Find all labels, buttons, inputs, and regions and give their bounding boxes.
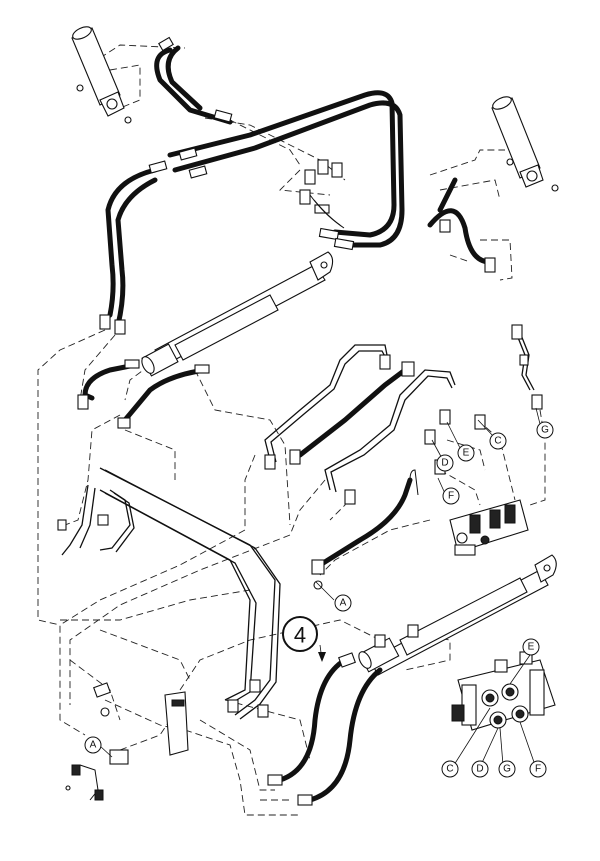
tilt-cylinder-upper [141, 251, 334, 377]
callout-G-upper: G [536, 421, 554, 439]
svg-text:E: E [463, 448, 470, 459]
callout-F-upper: F [442, 487, 460, 505]
svg-text:F: F [535, 764, 541, 775]
svg-text:A: A [90, 740, 97, 751]
dashed-routing-lines [37, 44, 546, 816]
svg-text:C: C [494, 436, 501, 447]
callout-E-upper: E [457, 444, 475, 462]
callout-A-upper: A [334, 594, 352, 612]
tilt-cylinder-lower [358, 554, 557, 676]
tee-fittings [299, 159, 345, 229]
svg-text:G: G [541, 425, 549, 436]
svg-text:A: A [340, 598, 347, 609]
center-hoses [297, 367, 419, 568]
svg-text:E: E [528, 642, 535, 653]
callout-F-detail: F [529, 760, 547, 778]
svg-text:F: F [448, 491, 454, 502]
lift-cylinder-left [71, 26, 132, 124]
steel-tubes-lower-left [57, 467, 281, 720]
lift-cylinder-right [491, 96, 559, 192]
item-4-hoses [267, 652, 383, 806]
small-valve-lower-left [65, 682, 189, 801]
callout-G-detail: G [498, 760, 516, 778]
callout-D-detail: D [471, 760, 489, 778]
item-number-4: 4 [282, 616, 318, 652]
callout-C-upper: C [489, 432, 507, 450]
callout-D-upper: D [436, 454, 454, 472]
control-valve-detail [451, 651, 556, 731]
callout-A-lower-left: A [84, 736, 102, 754]
callout-E-detail: E [522, 638, 540, 656]
svg-text:D: D [476, 764, 483, 775]
svg-text:C: C [446, 764, 453, 775]
steel-tubes-center [264, 329, 535, 493]
upper-hose-fittings [99, 36, 496, 335]
large-looped-hoses [105, 45, 493, 328]
svg-text:G: G [503, 764, 511, 775]
item-number-4-label: 4 [294, 623, 306, 648]
svg-text:D: D [441, 458, 448, 469]
control-valve-upper [449, 499, 529, 556]
tilt-cylinder-hoses [77, 359, 210, 429]
callout-C-detail: C [441, 760, 459, 778]
center-right-fittings [264, 324, 543, 590]
